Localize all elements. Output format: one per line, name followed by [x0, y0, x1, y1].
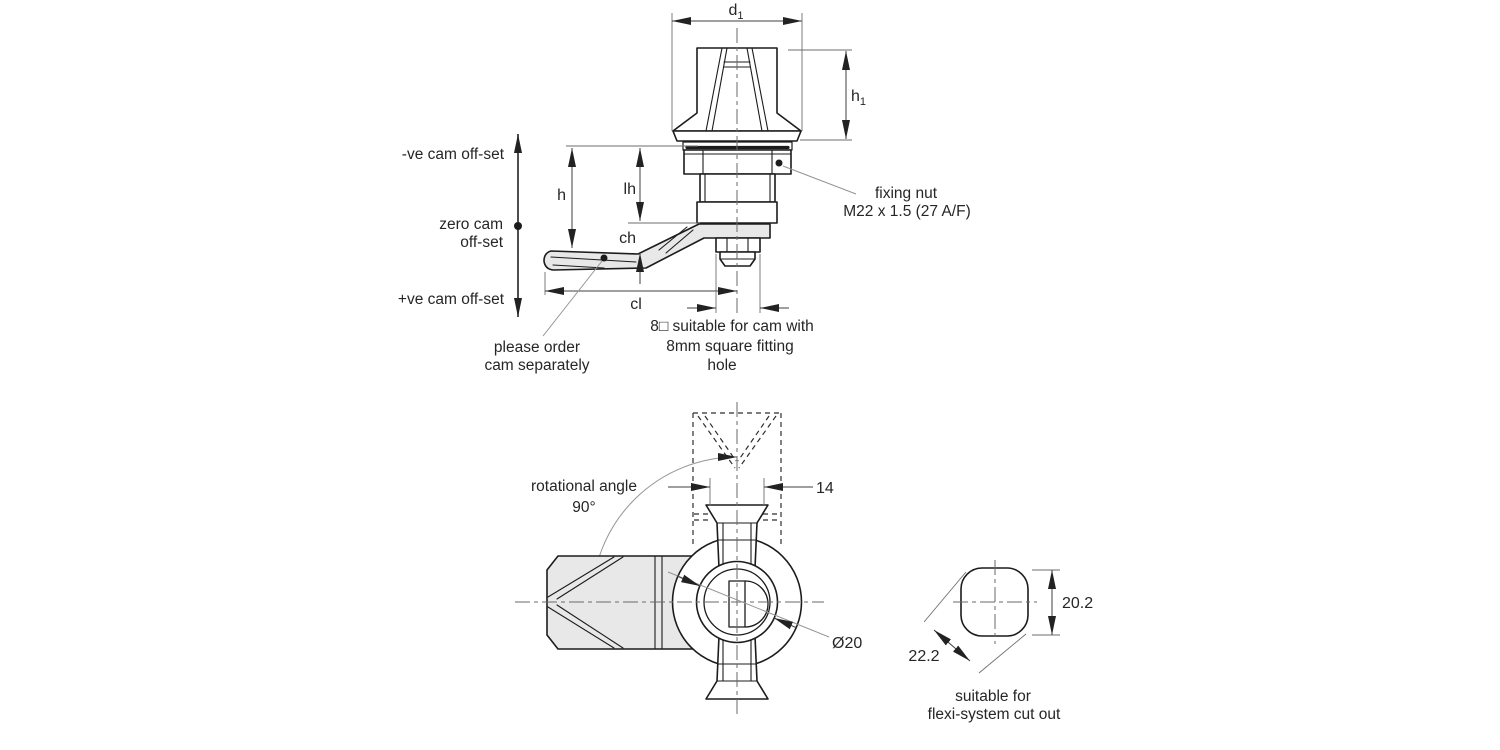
dimension-22-2: 22.2: [908, 571, 1027, 674]
dimension-20-2: 20.2: [1032, 569, 1093, 636]
dim-label-lh: lh: [624, 181, 636, 198]
dim-label-ch: ch: [619, 230, 636, 247]
fixing-nut-note: fixing nut M22 x 1.5 (27 A/F): [782, 165, 971, 220]
label-rotation-2: 90°: [572, 499, 595, 516]
cutout-view: 20.2 22.2 suitable for flexi-system cut …: [908, 560, 1093, 723]
dim-label-22-2: 22.2: [908, 648, 939, 665]
label-cutout-caption-1: suitable for: [955, 688, 1031, 705]
label-neg-cam-offset: -ve cam off-set: [402, 146, 505, 163]
square-spindle: [715, 237, 761, 267]
label-zero-cam-offset-1: zero cam: [439, 216, 503, 233]
dim-label-14: 14: [816, 480, 834, 497]
order-cam-note: please order cam separately: [484, 260, 603, 374]
label-order-note-2: cam separately: [484, 357, 589, 374]
key-d-profile: [744, 580, 769, 628]
dimension-cl: cl: [544, 272, 737, 313]
dimension-lh: lh: [624, 148, 700, 224]
label-square-note-3: hole: [707, 357, 736, 374]
dim-label-h1: h1: [851, 88, 866, 108]
label-square-note-2: 8mm square fitting: [666, 338, 794, 355]
dimension-ch: ch: [619, 230, 644, 284]
fixing-nut-leader-dot: [775, 159, 783, 167]
dim-label-20-2: 20.2: [1062, 595, 1093, 612]
label-fixing-nut-1: fixing nut: [875, 185, 938, 202]
label-order-note-1: please order: [494, 339, 580, 356]
zero-offset-dot: [514, 222, 522, 230]
dim-label-h: h: [557, 187, 566, 204]
cam-arm-detail-lines: [550, 226, 694, 269]
side-view: d1 h1 h lh ch cl: [398, 2, 971, 374]
square-hole-note: 8□ suitable for cam with 8mm square fitt…: [650, 318, 814, 374]
dim-label-d1: d1: [728, 2, 743, 22]
dimension-d1: d1: [671, 2, 803, 131]
dimension-h: h: [557, 145, 698, 248]
dimension-14: 14: [668, 478, 834, 506]
label-square-note-1: 8□ suitable for cam with: [650, 318, 814, 335]
dimension-8-square: [687, 254, 789, 313]
label-zero-cam-offset-2: off-set: [460, 234, 503, 251]
label-cutout-caption-2: flexi-system cut out: [928, 706, 1061, 723]
label-rotation-1: rotational angle: [531, 478, 637, 495]
cam-front-detail-lines: [547, 555, 663, 650]
dim-label-d20: Ø20: [832, 635, 862, 652]
label-pos-cam-offset: +ve cam off-set: [398, 291, 505, 308]
dimension-d20: Ø20: [667, 571, 862, 652]
front-view: rotational angle 90°: [515, 402, 862, 718]
cam-offset-axis: -ve cam off-set zero cam off-set +ve cam…: [398, 134, 522, 317]
dim-label-cl: cl: [630, 296, 642, 313]
cutout-caption: suitable for flexi-system cut out: [928, 688, 1061, 723]
dimension-h1: h1: [788, 49, 866, 141]
cam-leader-dot: [600, 254, 608, 262]
label-fixing-nut-2: M22 x 1.5 (27 A/F): [843, 203, 971, 220]
